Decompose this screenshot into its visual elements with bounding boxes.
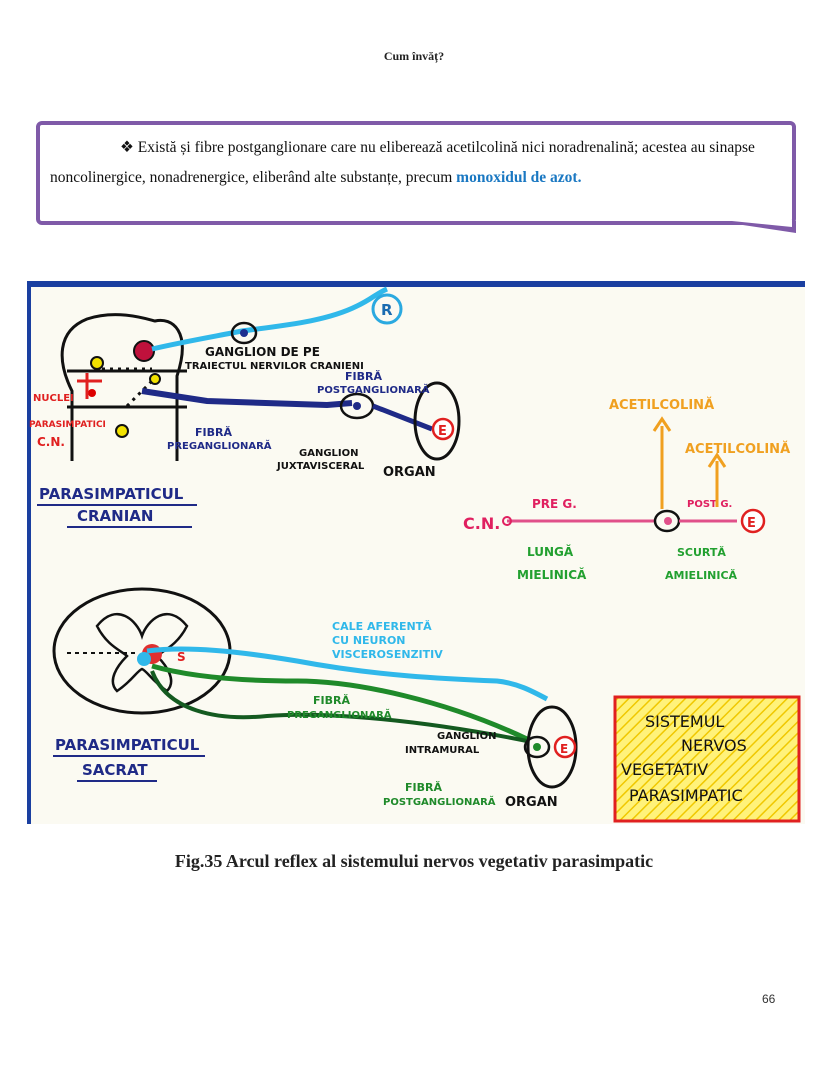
svg-text:ORGAN: ORGAN bbox=[505, 795, 558, 810]
svg-text:POST G.: POST G. bbox=[687, 499, 732, 510]
bullet-icon: ❖ bbox=[120, 139, 134, 156]
svg-text:GANGLION: GANGLION bbox=[299, 448, 359, 459]
svg-text:PREGANGLIONARĂ: PREGANGLIONARĂ bbox=[167, 439, 272, 452]
svg-text:PRE G.: PRE G. bbox=[532, 497, 577, 511]
svg-text:POSTGANGLIONARĂ: POSTGANGLIONARĂ bbox=[317, 383, 430, 396]
receptor-label: R bbox=[381, 301, 393, 319]
svg-text:AMIELINICĂ: AMIELINICĂ bbox=[665, 569, 738, 582]
note-box: ❖ Există și fibre postganglionare care n… bbox=[36, 121, 796, 233]
afferent-cranial-line bbox=[151, 286, 388, 352]
title-box bbox=[613, 695, 801, 823]
page-header: Cum învăț? bbox=[383, 49, 445, 63]
svg-text:INTRAMURAL: INTRAMURAL bbox=[405, 745, 480, 756]
organ-top bbox=[413, 381, 461, 461]
svg-text:MIELINICĂ: MIELINICĂ bbox=[517, 567, 587, 582]
svg-text:SCURTĂ: SCURTĂ bbox=[677, 546, 726, 559]
svg-text:JUXTAVISCERAL: JUXTAVISCERAL bbox=[276, 461, 365, 472]
note-highlight: monoxidul de azot. bbox=[456, 169, 582, 186]
svg-text:CALE AFERENTĂ: CALE AFERENTĂ bbox=[332, 620, 432, 633]
svg-text:E: E bbox=[438, 424, 447, 439]
page-number: 66 bbox=[762, 992, 776, 1006]
label-nuclei: NUCLEI bbox=[33, 393, 74, 404]
svg-text:FIBRĂ: FIBRĂ bbox=[405, 781, 442, 794]
svg-text:C.N.: C.N. bbox=[37, 435, 65, 449]
svg-text:ORGAN: ORGAN bbox=[383, 465, 436, 480]
label-cranian: PARASIMPATICUL bbox=[39, 485, 184, 503]
svg-text:LUNGĂ: LUNGĂ bbox=[527, 544, 574, 559]
svg-text:FIBRĂ: FIBRĂ bbox=[313, 694, 350, 707]
label-sacrat: PARASIMPATICUL bbox=[55, 736, 200, 754]
svg-text:S: S bbox=[177, 650, 186, 664]
svg-text:CU NEURON: CU NEURON bbox=[332, 634, 406, 647]
svg-text:SACRAT: SACRAT bbox=[82, 761, 148, 779]
reflex-arc-figure: R E GANGLION DE PE TRAIECTUL NERVILOR CR… bbox=[27, 281, 805, 824]
note-text: ❖ Există și fibre postganglionare care n… bbox=[50, 133, 788, 193]
svg-text:C.N.: C.N. bbox=[463, 514, 500, 533]
svg-text:FIBRĂ: FIBRĂ bbox=[195, 426, 232, 439]
cranial-ganglion bbox=[230, 321, 258, 345]
svg-text:E: E bbox=[747, 516, 756, 531]
svg-text:PARASIMPATIC: PARASIMPATIC bbox=[629, 786, 743, 805]
svg-text:VISCEROSENZITIV: VISCEROSENZITIV bbox=[332, 648, 443, 661]
brainstem-drawing bbox=[60, 313, 187, 461]
svg-text:PREGANGLIONARĂ: PREGANGLIONARĂ bbox=[287, 708, 392, 721]
svg-text:NERVOS: NERVOS bbox=[681, 736, 747, 755]
svg-text:ACETILCOLINĂ: ACETILCOLINĂ bbox=[609, 397, 714, 413]
preganglionic-cranial bbox=[141, 388, 353, 409]
svg-text:TRAIECTUL NERVILOR CRANIENI: TRAIECTUL NERVILOR CRANIENI bbox=[185, 361, 364, 372]
svg-text:VEGETATIV: VEGETATIV bbox=[621, 760, 708, 779]
svg-text:SISTEMUL: SISTEMUL bbox=[645, 712, 724, 731]
svg-text:GANGLION: GANGLION bbox=[437, 731, 497, 742]
svg-text:FIBRĂ: FIBRĂ bbox=[345, 370, 382, 383]
nucleus-red bbox=[133, 340, 155, 362]
note-body: Există și fibre postganglionare care nu … bbox=[50, 139, 755, 186]
svg-text:E: E bbox=[560, 742, 568, 756]
svg-text:ACETILCOLINĂ: ACETILCOLINĂ bbox=[685, 441, 790, 457]
svg-text:POSTGANGLIONARĂ: POSTGANGLIONARĂ bbox=[383, 795, 496, 808]
label-ganglion-cranial: GANGLION DE PE bbox=[205, 345, 320, 359]
svg-text:CRANIAN: CRANIAN bbox=[77, 507, 153, 525]
figure-caption: Fig.35 Arcul reflex al sistemului nervos… bbox=[174, 851, 654, 871]
svg-text:PARASIMPATICI: PARASIMPATICI bbox=[29, 420, 106, 430]
